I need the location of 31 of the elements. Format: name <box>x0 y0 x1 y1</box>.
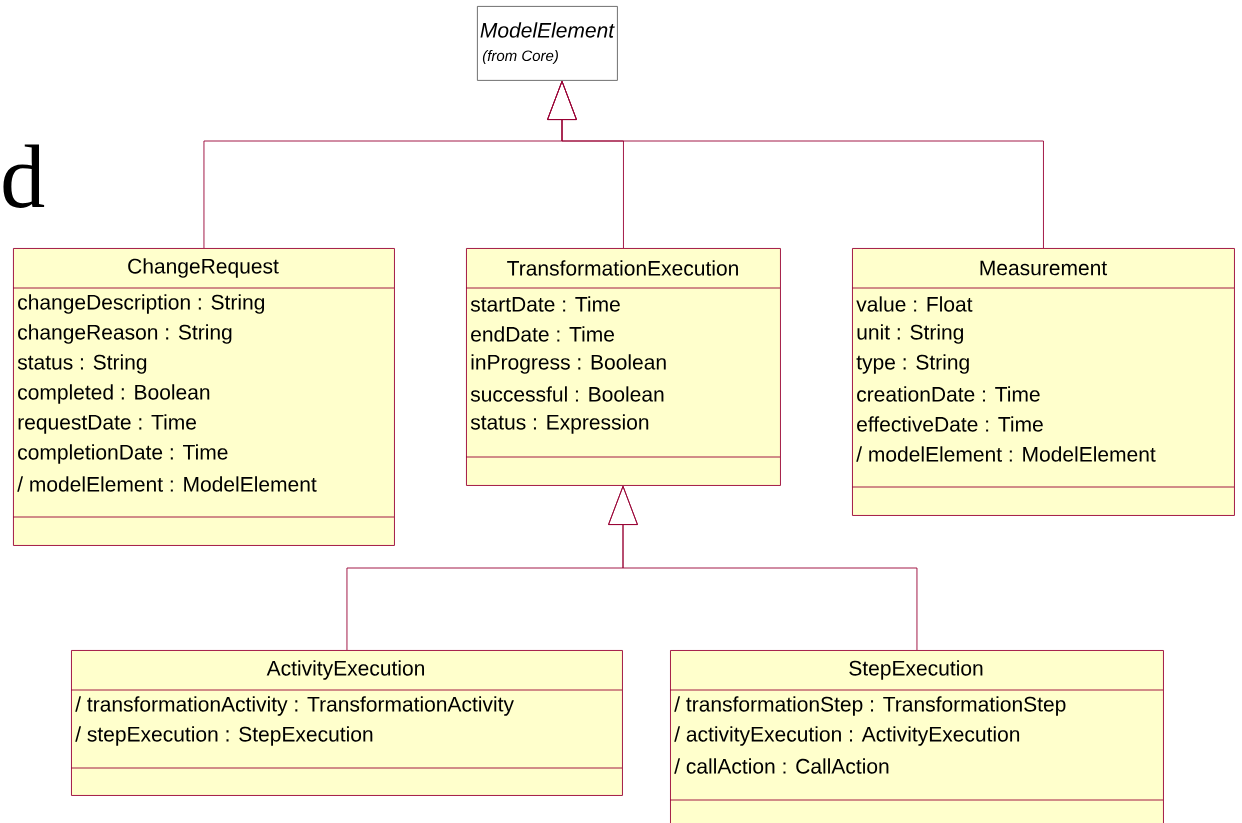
attribute-text: endDate : Time <box>471 326 614 342</box>
attribute-text: creationDate : Time <box>857 386 1040 402</box>
class-name: ActivityExecution <box>266 660 424 680</box>
attribute-text: value : Float <box>856 296 973 312</box>
attribute-text: / modelElement : ModelElement <box>17 476 317 492</box>
attribute-text: type : String <box>856 354 969 374</box>
package-note: (from Core) <box>482 50 558 64</box>
attribute-text: status : String <box>17 354 147 374</box>
attribute-text: startDate : Time <box>470 296 620 312</box>
class-name: TransformationExecution <box>507 260 738 276</box>
attribute-text: effectiveDate : Time <box>857 416 1043 432</box>
attribute-text: requestDate : Time <box>18 414 196 434</box>
attribute-text: changeReason : String <box>18 324 232 344</box>
attribute-text: / activityExecution : ActivityExecution <box>674 726 1020 746</box>
attribute-text: / callAction : CallAction <box>674 758 889 774</box>
class-name: ModelElement <box>480 22 615 38</box>
attribute-text: status : Expression <box>470 414 649 434</box>
attribute-text: / modelElement : ModelElement <box>856 446 1156 462</box>
class-name: StepExecution <box>849 660 983 680</box>
letter-text: d <box>3 144 45 208</box>
attribute-text: / stepExecution : StepExecution <box>75 726 373 746</box>
attribute-text: changeDescription : String <box>18 294 265 314</box>
attribute-text: successful : Boolean <box>470 386 664 402</box>
attribute-text: inProgress : Boolean <box>471 354 666 374</box>
class-name: ChangeRequest <box>128 258 279 278</box>
attribute-text: / transformationActivity : TransformationActivity <box>75 696 514 716</box>
attribute-text: completed : Boolean <box>18 384 210 404</box>
attribute-text: completionDate : Time <box>18 444 228 464</box>
class-name: Measurement <box>980 260 1108 276</box>
attribute-text: unit : String <box>857 324 963 344</box>
attribute-text: / transformationStep : TransformationStep <box>674 696 1066 716</box>
